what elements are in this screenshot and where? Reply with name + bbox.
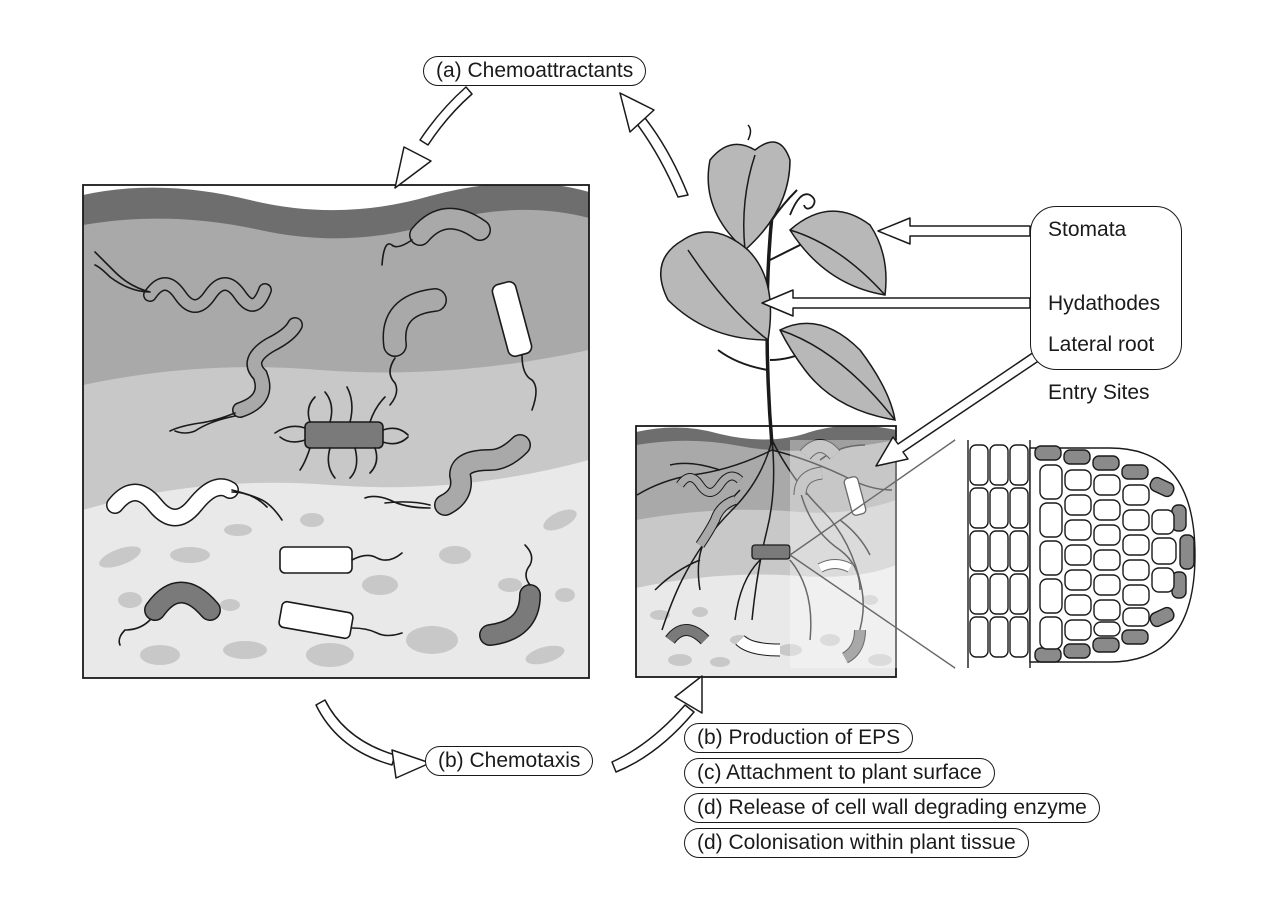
label-chemotaxis: (b) Chemotaxis — [425, 746, 594, 776]
entry-site-arrows — [761, 217, 1041, 467]
entry-sites-title: Entry Sites — [1048, 381, 1150, 404]
soil-panel-small — [636, 426, 896, 677]
soil-panel-frame — [82, 184, 590, 679]
label-attachment: (c) Attachment to plant surface — [684, 758, 995, 788]
label-release-enzyme: (d) Release of cell wall degrading enzym… — [684, 793, 1100, 823]
zoom-lines — [789, 439, 956, 669]
root-tip-cross-section — [967, 440, 1196, 668]
entry-sites-box — [1030, 206, 1182, 370]
entry-site-hydathodes: Hydathodes — [1048, 292, 1161, 315]
bacteria-large-panel — [94, 207, 541, 646]
label-chemoattractants: (a) Chemoattractants — [423, 56, 647, 86]
label-colonisation: (d) Colonisation within plant tissue — [684, 828, 1029, 858]
cycle-arrows — [315, 86, 703, 779]
plant-illustration — [660, 124, 896, 446]
entry-site-stomata: Stomata — [1048, 218, 1127, 241]
entry-site-lateral-root: Lateral root — [1048, 333, 1155, 356]
soil-panel-small-frame — [635, 425, 897, 678]
label-production-of-eps: (b) Production of EPS — [684, 723, 914, 753]
